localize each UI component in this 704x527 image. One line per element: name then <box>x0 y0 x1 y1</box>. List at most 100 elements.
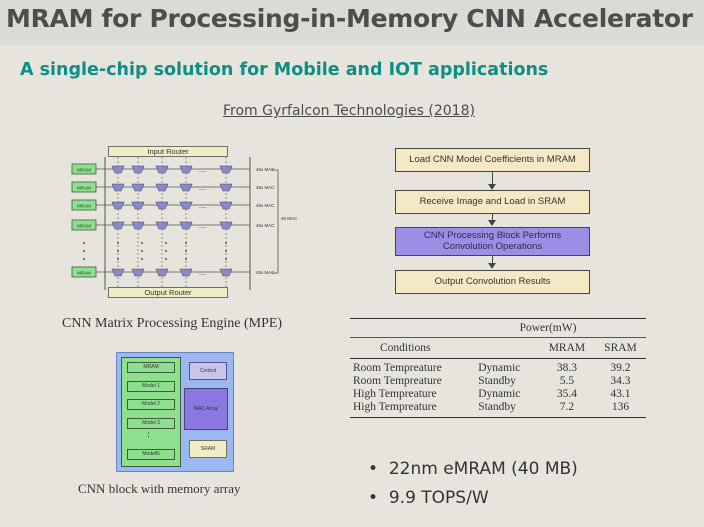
mac-unit <box>111 201 125 210</box>
mac-ellipsis: .... <box>199 167 207 174</box>
input-router: Input Router <box>108 146 228 157</box>
mode-cell: Dynamic <box>478 388 521 400</box>
condition-cell: High Tempreature <box>353 401 437 413</box>
power-table-title: Power(mW) <box>519 322 577 334</box>
mram-value: 35.4 <box>556 388 577 400</box>
mac-unit <box>155 268 169 277</box>
table-row: Room Tempreature Dynamic 38.3 39.2 <box>350 359 646 376</box>
mac-array-block: MAC Array <box>184 388 228 430</box>
header-sram: SRAM <box>604 341 637 354</box>
flow-step-receive-image: Receive Image and Load in SRAM <box>395 190 590 214</box>
mac-unit <box>179 221 193 230</box>
flow-arrow <box>492 256 493 266</box>
vertical-dot <box>83 258 85 260</box>
mram-value: 5.5 <box>559 375 575 387</box>
bullet-item: • 22nm eMRAM (40 MB) <box>368 459 578 479</box>
mac-unit <box>131 268 145 277</box>
condition-cell: High Tempreature <box>353 388 437 400</box>
mac-unit <box>219 268 233 277</box>
mac-ellipsis: .... <box>199 185 207 192</box>
mram-label: MRAM <box>77 224 91 229</box>
control-block: Control <box>189 362 227 380</box>
mac-unit <box>219 165 233 174</box>
vertical-dot <box>141 242 143 244</box>
mac-unit <box>131 221 145 230</box>
mac-unit <box>179 165 193 174</box>
bullet-list: • 22nm eMRAM (40 MB) • 9.9 TOPS/W <box>368 455 578 513</box>
flow-arrow <box>492 172 493 188</box>
mac-ellipsis: .... <box>199 223 207 230</box>
vertical-dot <box>165 250 167 252</box>
sram-value: 43.1 <box>610 388 631 400</box>
mac-unit <box>179 268 193 277</box>
table-row: High Tempreature Dynamic 35.4 43.1 <box>350 388 646 401</box>
condition-cell: Room Tempreature <box>353 362 442 374</box>
mac-unit <box>131 201 145 210</box>
flow-arrow <box>492 214 493 224</box>
source-citation: From Gyrfalcon Technologies (2018) <box>223 103 475 119</box>
table-row: Room Tempreature Standby 5.5 34.3 <box>350 375 646 388</box>
power-table-title-row: Power(mW) <box>350 318 646 338</box>
mac-unit <box>219 201 233 210</box>
power-table-header-row: Conditions MRAM SRAM <box>350 338 646 359</box>
slide-title: MRAM for Processing-in-Memory CNN Accele… <box>6 4 693 33</box>
memory-array <box>121 357 181 467</box>
mpe-caption: CNN Matrix Processing Engine (MPE) <box>62 316 283 331</box>
flow-step-load-coefficients: Load CNN Model Coefficients in MRAM <box>395 148 590 172</box>
mode-cell: Standby <box>478 375 516 387</box>
flow-step-output-results: Output Convolution Results <box>395 270 590 294</box>
mac-unit <box>111 268 125 277</box>
mac-unit <box>111 183 125 192</box>
mac-row-label: 45x MAC <box>256 167 275 172</box>
vertical-dot <box>165 242 167 244</box>
vertical-dot <box>141 258 143 260</box>
mode-cell: Dynamic <box>478 362 521 374</box>
mac-unit <box>155 183 169 192</box>
model-3-cell: Model 3 <box>127 418 175 429</box>
flow-arrow-head <box>488 184 496 190</box>
mac-unit <box>155 201 169 210</box>
sram-value: 136 <box>611 401 630 413</box>
mac-unit <box>155 221 169 230</box>
cnn-block-caption: CNN block with memory array <box>78 481 241 496</box>
vertical-dot <box>225 258 227 260</box>
mram-label: MRAM <box>77 168 91 173</box>
mac-unit <box>131 183 145 192</box>
mram-label: MRAM <box>77 204 91 209</box>
vertical-dot <box>83 250 85 252</box>
vertical-dot <box>165 258 167 260</box>
mram-label: MRAM <box>77 186 91 191</box>
mac-total-label: 45 MAC <box>281 216 298 221</box>
mac-unit <box>219 221 233 230</box>
sram-block: SRAM <box>189 440 227 458</box>
sram-value: 39.2 <box>610 362 631 374</box>
slide-subtitle: A single-chip solution for Mobile and IO… <box>20 60 549 80</box>
mac-unit <box>131 165 145 174</box>
bullet-item: • 9.9 TOPS/W <box>368 488 489 508</box>
mac-unit <box>219 183 233 192</box>
table-row: High Tempreature Standby 7.2 136 <box>350 401 646 418</box>
bullet-text: 9.9 TOPS/W <box>388 488 489 508</box>
vertical-dot <box>141 250 143 252</box>
header-mode <box>475 338 539 359</box>
vertical-dot <box>185 258 187 260</box>
model-ellipsis: : <box>147 430 151 440</box>
vertical-dot <box>225 242 227 244</box>
output-router: Output Router <box>108 287 228 298</box>
vertical-dot <box>117 250 119 252</box>
mram-cell: MRAM <box>127 362 175 373</box>
vertical-dot <box>185 250 187 252</box>
sram-value: 34.3 <box>610 375 631 387</box>
header-mram: MRAM <box>548 341 586 354</box>
model-2-cell: Model 2 <box>127 399 175 410</box>
mac-unit <box>111 165 125 174</box>
mram-value: 7.2 <box>559 401 575 413</box>
mac-row-label: 45x MAC <box>256 270 275 275</box>
model-1-cell: Model 1 <box>127 381 175 392</box>
flow-arrow-head <box>488 263 496 269</box>
flow-step-cnn-processing: CNN Processing Block Performs Convolutio… <box>395 227 590 256</box>
vertical-dot <box>117 242 119 244</box>
vertical-dot <box>225 250 227 252</box>
title-bar <box>0 0 704 45</box>
mac-row-label: 45x MAC <box>256 223 275 228</box>
